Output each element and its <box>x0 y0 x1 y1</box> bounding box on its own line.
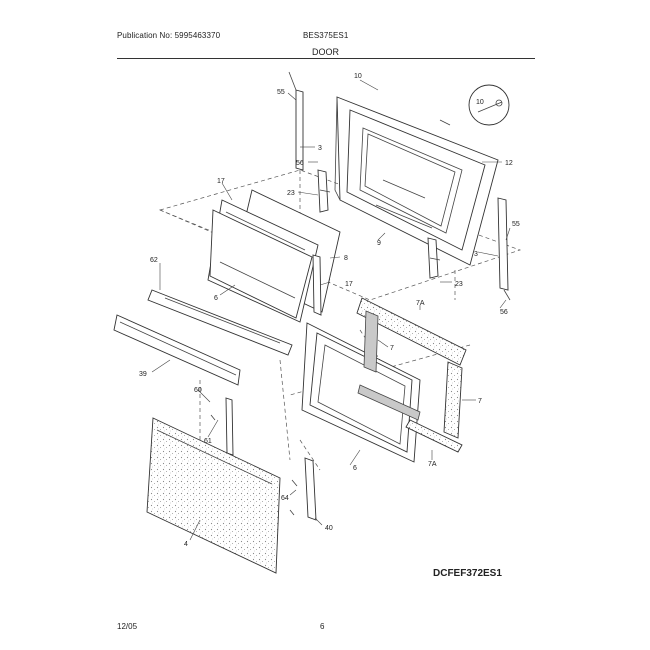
footer-date: 12/05 <box>117 622 138 631</box>
insulation-top <box>356 297 467 366</box>
callout-3-right: 3 <box>474 251 478 258</box>
callout-64: 64 <box>281 495 289 502</box>
glass-spacer-bar <box>312 254 322 316</box>
door-bracket-left <box>210 397 234 456</box>
callout-10: 10 <box>354 73 362 80</box>
callout-6-top: 6 <box>214 295 218 302</box>
callout-9: 9 <box>377 240 381 247</box>
callout-55-right: 55 <box>512 221 520 228</box>
callout-7A-top: 7A <box>416 300 425 307</box>
callout-23-bottom: 23 <box>455 281 463 288</box>
callout-7-right: 7 <box>478 398 482 405</box>
model-number: BES375ES1 <box>303 31 349 40</box>
publication-number: Publication No: 5995463370 <box>117 31 221 40</box>
door-bracket-right <box>289 457 317 521</box>
callout-7A-bottom: 7A <box>428 461 437 468</box>
callout-61: 61 <box>204 438 212 445</box>
insulation-side-left <box>363 310 379 373</box>
callout-17-bottom: 17 <box>345 281 353 288</box>
leader-lines <box>151 79 511 541</box>
insulation-bottom <box>357 384 463 453</box>
callout-8-top: 8 <box>344 255 348 262</box>
callout-62: 62 <box>150 257 158 264</box>
callout-3-top: 3 <box>318 145 322 152</box>
header-rule <box>117 58 535 59</box>
callout-40: 40 <box>325 525 333 532</box>
callout-6-bottom: 6 <box>353 465 357 472</box>
section-title: DOOR <box>312 47 339 57</box>
callout-12: 12 <box>505 160 513 167</box>
insulation-side-right <box>443 361 463 439</box>
callout-55-top: 55 <box>277 89 285 96</box>
inner-door-frame <box>334 96 499 266</box>
diagram-code: DCFEF372ES1 <box>433 568 502 579</box>
outer-door-panel <box>146 417 281 574</box>
hinge-right <box>427 237 441 279</box>
callout-39: 39 <box>139 371 147 378</box>
callout-23-top: 23 <box>287 190 295 197</box>
footer-page-number: 6 <box>320 622 325 631</box>
callout-10-detail: 10 <box>476 99 484 106</box>
right-side-trim <box>497 197 511 301</box>
callout-56-top: 56 <box>296 160 304 167</box>
hinge-left <box>317 169 331 213</box>
vent-trim <box>147 289 293 356</box>
callout-17-top: 17 <box>217 178 225 185</box>
callout-4: 4 <box>184 541 188 548</box>
glass-panel-middle <box>207 199 319 323</box>
door-handle <box>113 314 241 386</box>
callout-7-top: 7 <box>390 345 394 352</box>
callout-60: 60 <box>194 387 202 394</box>
callout-labels: 10 10 55 3 56 12 17 23 8 55 3 9 17 23 56… <box>139 73 520 548</box>
screw-detail-circle <box>468 84 510 126</box>
left-side-trim <box>288 71 304 171</box>
callout-56-bottom: 56 <box>500 309 508 316</box>
